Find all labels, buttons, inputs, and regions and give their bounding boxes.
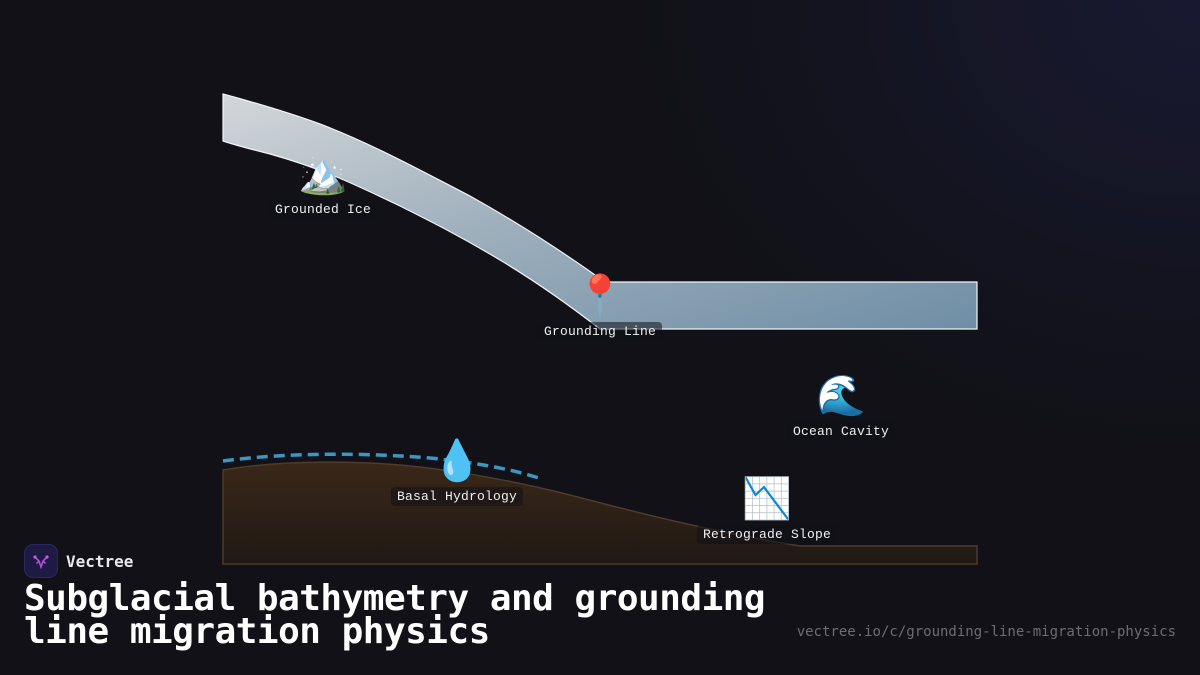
brand-name: Vectree xyxy=(66,551,134,571)
chart-decreasing-icon: 📉 xyxy=(742,476,792,522)
wave-icon: 🌊 xyxy=(816,373,866,419)
node-grounded-ice[interactable]: 🏔️ Grounded Ice xyxy=(268,150,378,219)
bedrock xyxy=(222,461,978,565)
page-title: Subglacial bathymetry and grounding line… xyxy=(24,578,766,652)
droplet-icon: 💧 xyxy=(432,438,482,484)
pushpin-icon: 📍 xyxy=(575,273,625,319)
source-url[interactable]: vectree.io/c/grounding-line-migration-ph… xyxy=(796,624,1176,640)
node-basal-hydrology[interactable]: 💧 Basal Hydrology xyxy=(390,437,524,506)
node-ocean-cavity[interactable]: 🌊 Ocean Cavity xyxy=(786,372,896,441)
node-label: Retrograde Slope xyxy=(696,525,838,544)
vectree-logo-icon xyxy=(24,544,58,578)
brand: Vectree xyxy=(24,544,133,578)
mountain-snow-icon: 🏔️ xyxy=(298,151,348,197)
node-label: Grounded Ice xyxy=(268,200,378,219)
node-retrograde-slope[interactable]: 📉 Retrograde Slope xyxy=(696,475,838,544)
ice-sheet xyxy=(222,93,978,330)
node-label: Grounding Line xyxy=(537,322,663,341)
node-label: Ocean Cavity xyxy=(786,422,896,441)
node-grounding-line[interactable]: 📍 Grounding Line xyxy=(537,272,663,341)
node-label: Basal Hydrology xyxy=(390,487,524,506)
basal-water-line xyxy=(222,452,543,481)
